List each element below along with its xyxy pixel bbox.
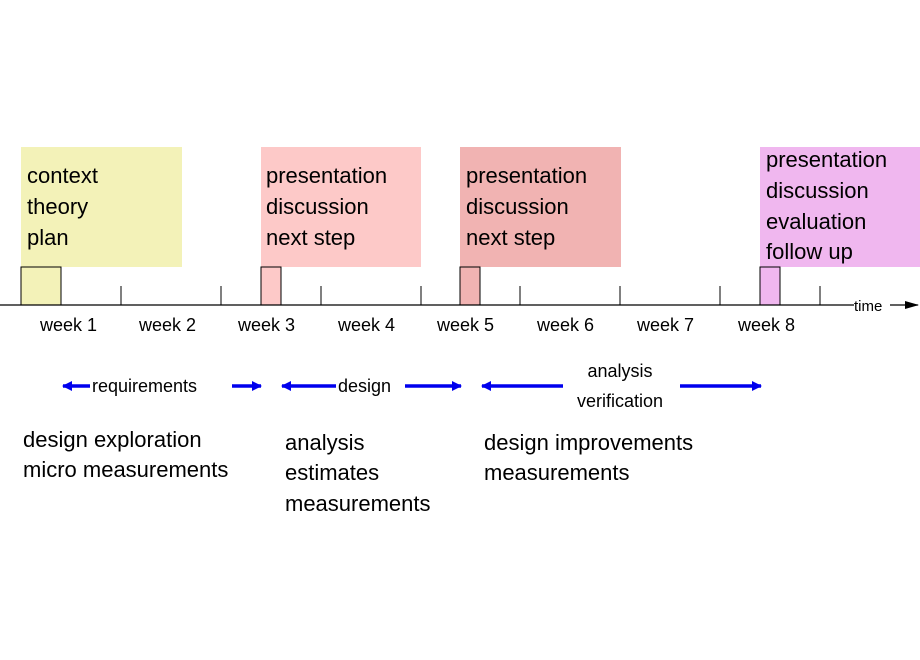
week-label-5: week 5	[436, 315, 494, 335]
phase-activity: analysis	[285, 430, 364, 455]
phase-label: verification	[577, 391, 663, 411]
milestone-3-line-2: discussion	[466, 194, 569, 219]
time-axis-label: time	[854, 298, 882, 315]
milestone-4-line-3: evaluation	[766, 209, 866, 234]
week-label-2: week 2	[138, 315, 196, 335]
milestone-1-line-2: theory	[27, 194, 88, 219]
week-label-3: week 3	[237, 315, 295, 335]
week-label-8: week 8	[737, 315, 795, 335]
phase-activity: measurements	[285, 491, 431, 516]
milestone-1-line-3: plan	[27, 225, 69, 250]
phase-activity: estimates	[285, 460, 379, 485]
milestone-card-1: context theory plan	[20, 147, 182, 306]
milestone-card-1-bg	[21, 147, 182, 267]
milestone-marker-2	[260, 266, 282, 306]
milestone-marker-1	[20, 266, 62, 306]
milestone-card-2-bg	[261, 147, 421, 267]
milestone-3-line-1: presentation	[466, 163, 587, 188]
milestone-marker-3	[459, 266, 481, 306]
week-label-7: week 7	[636, 315, 694, 335]
phase-activity: micro measurements	[23, 457, 228, 482]
milestone-4-line-4: follow up	[766, 239, 853, 264]
week-label-6: week 6	[536, 315, 594, 335]
time-axis: time week 1 week 2 week 3 week 4 week 5 …	[0, 286, 919, 335]
milestone-card-2: presentation discussion next step	[260, 147, 421, 306]
milestone-card-4-bg	[760, 147, 920, 267]
phase-label: design	[338, 376, 391, 396]
milestone-3-line-3: next step	[466, 225, 555, 250]
milestone-4-line-2: discussion	[766, 178, 869, 203]
milestone-2-line-2: discussion	[266, 194, 369, 219]
milestone-marker-4	[759, 266, 781, 306]
milestone-card-4: presentation discussion evaluation follo…	[759, 147, 920, 306]
phase-label: analysis	[587, 361, 652, 381]
week-label-1: week 1	[39, 315, 97, 335]
phase-activity: design exploration	[23, 427, 202, 452]
phase-requirements: requirements design exploration micro me…	[23, 376, 262, 482]
phase-label: requirements	[92, 376, 197, 396]
phase-activity: design improvements	[484, 430, 693, 455]
milestone-1-line-1: context	[27, 163, 98, 188]
week-label-4: week 4	[337, 315, 395, 335]
milestone-2-line-1: presentation	[266, 163, 387, 188]
milestone-4-line-1: presentation	[766, 147, 887, 172]
milestone-card-3-bg	[460, 147, 621, 267]
milestone-card-3: presentation discussion next step	[459, 147, 621, 306]
phase-activity: measurements	[484, 460, 630, 485]
phase-design: design analysis estimates measurements	[281, 376, 462, 516]
phase-analysis-verification: analysis verification design improvement…	[481, 361, 762, 485]
milestone-2-line-3: next step	[266, 225, 355, 250]
